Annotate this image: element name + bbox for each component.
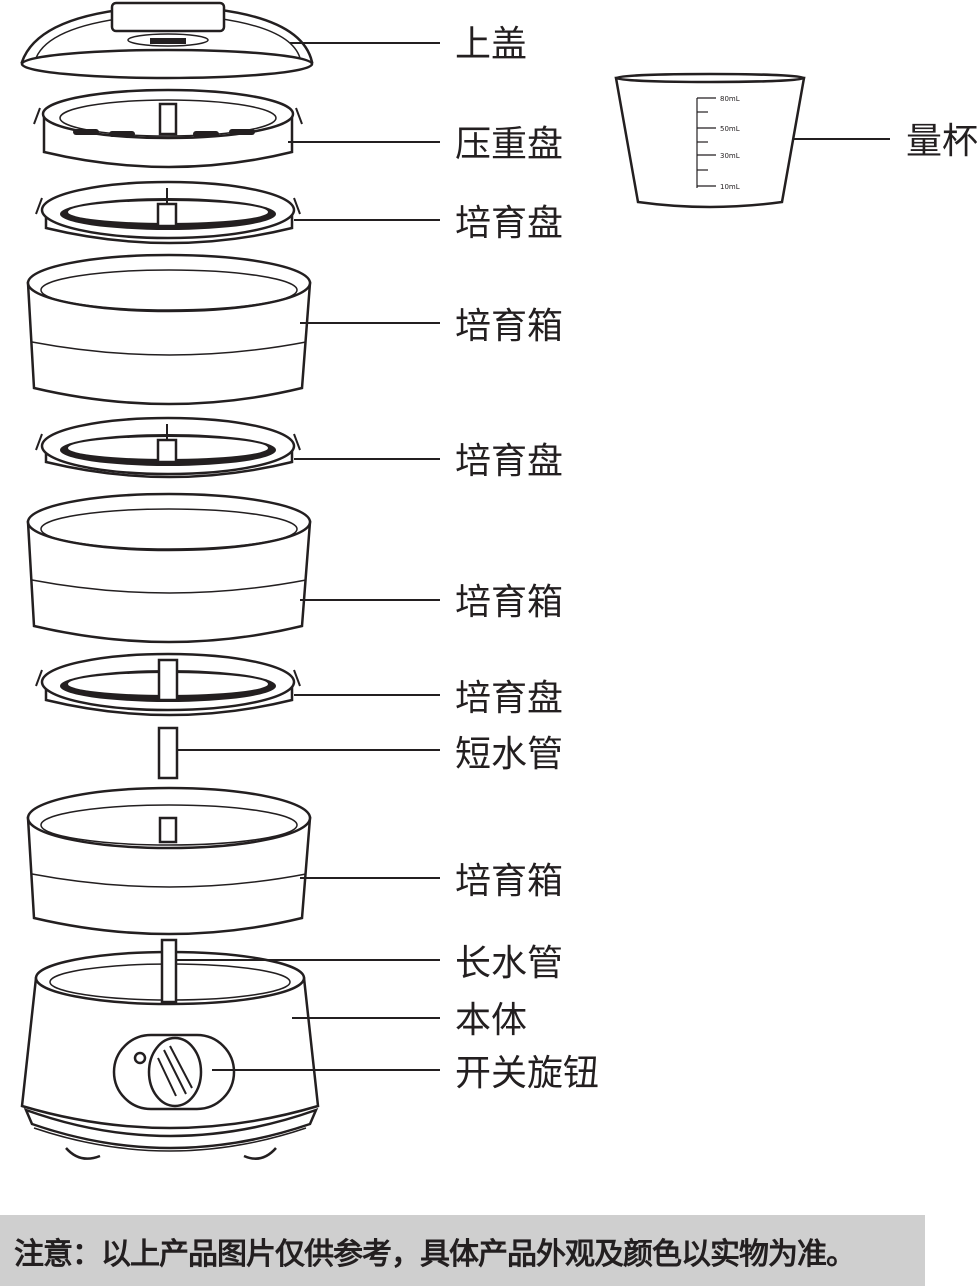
label-tray-2: 培育盘 — [455, 441, 563, 482]
label-measuring-cup: 量杯 — [906, 121, 977, 162]
cup-mark-30: 30mL — [720, 152, 740, 160]
cup-mark-50: 50mL — [720, 125, 740, 133]
cup-mark-80: 80mL — [720, 95, 740, 103]
culture-box-3 — [26, 786, 312, 936]
lid — [20, 1, 314, 80]
label-long-pipe: 长水管 — [455, 943, 563, 984]
switch-knob — [112, 1033, 236, 1111]
label-short-pipe: 短水管 — [455, 734, 563, 775]
short-water-pipe — [157, 726, 179, 780]
notice-banner: 注意：以上产品图片仅供参考，具体产品外观及颜色以实物为准。 — [0, 1215, 925, 1286]
label-box-1: 培育箱 — [455, 306, 563, 347]
culture-box-1 — [26, 253, 312, 406]
culture-tray-1 — [35, 180, 301, 245]
culture-box-2 — [26, 492, 312, 644]
measuring-cup: 80mL 50mL 30mL 10mL — [614, 72, 806, 209]
cup-mark-10: 10mL — [720, 183, 740, 191]
label-lid: 上盖 — [455, 24, 527, 65]
label-body: 本体 — [455, 1000, 527, 1041]
label-weight-plate: 压重盘 — [455, 124, 563, 165]
long-water-pipe — [160, 938, 178, 1004]
culture-tray-2 — [35, 416, 301, 479]
weight-plate — [33, 88, 303, 169]
leader-lines — [176, 42, 890, 1071]
label-tray-1: 培育盘 — [455, 203, 563, 244]
label-tray-3: 培育盘 — [455, 678, 563, 719]
label-switch-knob: 开关旋钮 — [455, 1053, 599, 1094]
notice-text: 注意：以上产品图片仅供参考，具体产品外观及颜色以实物为准。 — [14, 1237, 856, 1272]
label-box-2: 培育箱 — [455, 582, 563, 623]
label-box-3: 培育箱 — [455, 861, 563, 902]
culture-tray-3 — [35, 652, 301, 717]
exploded-view-diagram: 80mL 50mL 30mL 10mL 上盖 压重盘 培育盘 培育箱 培育盘 培… — [20, 1, 977, 1160]
